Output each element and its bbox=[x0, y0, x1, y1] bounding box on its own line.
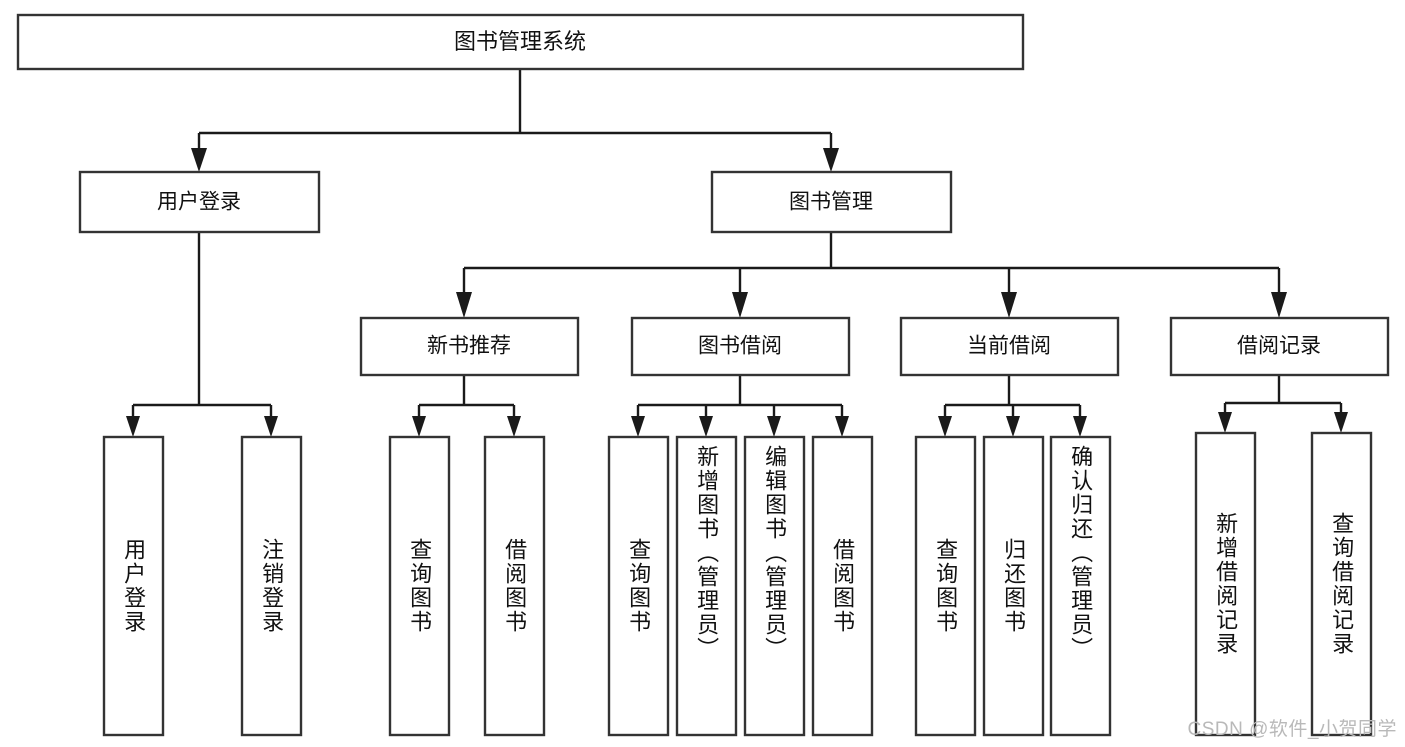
leaf-query-book-2-box[interactable] bbox=[607, 435, 670, 737]
arrow-bb-to-leaf4 bbox=[835, 416, 849, 437]
leaf-borrow-book-2-box[interactable] bbox=[811, 435, 874, 737]
arrow-cb-to-leaf3 bbox=[1073, 416, 1087, 437]
edge-group-new-book-rec bbox=[412, 375, 521, 437]
node-book-borrow[interactable]: 图书借阅 bbox=[630, 316, 851, 377]
node-new-book-rec-label: 新书推荐 bbox=[427, 335, 511, 358]
node-new-book-rec[interactable]: 新书推荐 bbox=[359, 316, 580, 377]
node-book-manage[interactable]: 图书管理 bbox=[710, 170, 953, 234]
leaf-confirm-return-box[interactable] bbox=[1049, 435, 1112, 737]
edge-group-root bbox=[191, 69, 839, 172]
edge-group-book-manage bbox=[456, 232, 1287, 318]
leaf-edit-book-box[interactable] bbox=[743, 435, 806, 737]
node-current-borrow[interactable]: 当前借阅 bbox=[899, 316, 1120, 377]
arrow-root-to-book-manage bbox=[823, 148, 839, 172]
leaf-query-book-1-box[interactable] bbox=[388, 435, 451, 737]
arrow-root-to-user-login bbox=[191, 148, 207, 172]
node-book-manage-box[interactable] bbox=[710, 170, 953, 234]
arrow-cb-to-leaf2 bbox=[1006, 416, 1020, 437]
node-root[interactable]: 图书管理系统 bbox=[16, 13, 1025, 71]
node-current-borrow-label: 当前借阅 bbox=[967, 335, 1051, 358]
leaf-query-record-box[interactable] bbox=[1310, 431, 1373, 737]
csdn-watermark: CSDN @软件_小贺同学 bbox=[1187, 719, 1397, 740]
leaf-logout-login-box[interactable] bbox=[240, 435, 303, 737]
node-user-login-label: 用户登录 bbox=[157, 191, 241, 214]
arrow-ul-to-leaf1 bbox=[126, 416, 140, 437]
arrow-bb-to-leaf1 bbox=[631, 416, 645, 437]
leaf-add-book-box[interactable] bbox=[675, 435, 738, 737]
node-book-borrow-box[interactable] bbox=[630, 316, 851, 377]
leaf-query-book-3-box[interactable] bbox=[914, 435, 977, 737]
leaf-return-book-box[interactable] bbox=[982, 435, 1045, 737]
arrow-ul-to-leaf2 bbox=[264, 416, 278, 437]
arrow-bb-to-leaf3 bbox=[767, 416, 781, 437]
node-book-borrow-label: 图书借阅 bbox=[698, 335, 782, 358]
arrow-bm-to-newbook bbox=[456, 292, 472, 318]
leaf-boxes-borrow-record bbox=[1194, 431, 1373, 737]
node-borrow-record[interactable]: 借阅记录 bbox=[1169, 316, 1390, 377]
leaf-boxes-new-book-rec bbox=[388, 435, 546, 737]
node-user-login-box[interactable] bbox=[78, 170, 321, 234]
node-current-borrow-box[interactable] bbox=[899, 316, 1120, 377]
node-user-login[interactable]: 用户登录 bbox=[78, 170, 321, 234]
node-borrow-record-box[interactable] bbox=[1169, 316, 1390, 377]
node-book-manage-label: 图书管理 bbox=[789, 191, 873, 214]
leaf-boxes-book-borrow bbox=[607, 435, 874, 737]
leaf-boxes-user-login bbox=[102, 435, 303, 737]
node-root-label: 图书管理系统 bbox=[454, 29, 586, 54]
arrow-bm-to-bookborrow bbox=[732, 292, 748, 318]
edge-group-book-borrow bbox=[631, 375, 849, 437]
leaf-user-login-box[interactable] bbox=[102, 435, 165, 737]
arrow-br-to-leaf2 bbox=[1334, 412, 1348, 433]
edge-group-user-login bbox=[126, 232, 278, 437]
arrow-br-to-leaf1 bbox=[1218, 412, 1232, 433]
arrow-nb-to-leaf1 bbox=[412, 416, 426, 437]
arrow-bm-to-currentborrow bbox=[1001, 292, 1017, 318]
arrow-nb-to-leaf2 bbox=[507, 416, 521, 437]
node-root-box[interactable] bbox=[16, 13, 1025, 71]
leaf-boxes-current-borrow bbox=[914, 435, 1112, 737]
node-new-book-rec-box[interactable] bbox=[359, 316, 580, 377]
node-borrow-record-label: 借阅记录 bbox=[1237, 335, 1321, 358]
leaf-borrow-book-1-box[interactable] bbox=[483, 435, 546, 737]
arrow-bm-to-borrowrecord bbox=[1271, 292, 1287, 318]
edge-group-borrow-record bbox=[1218, 375, 1348, 433]
edge-group-current-borrow bbox=[938, 375, 1087, 437]
arrow-cb-to-leaf1 bbox=[938, 416, 952, 437]
arrow-bb-to-leaf2 bbox=[699, 416, 713, 437]
leaf-add-record-box[interactable] bbox=[1194, 431, 1257, 737]
